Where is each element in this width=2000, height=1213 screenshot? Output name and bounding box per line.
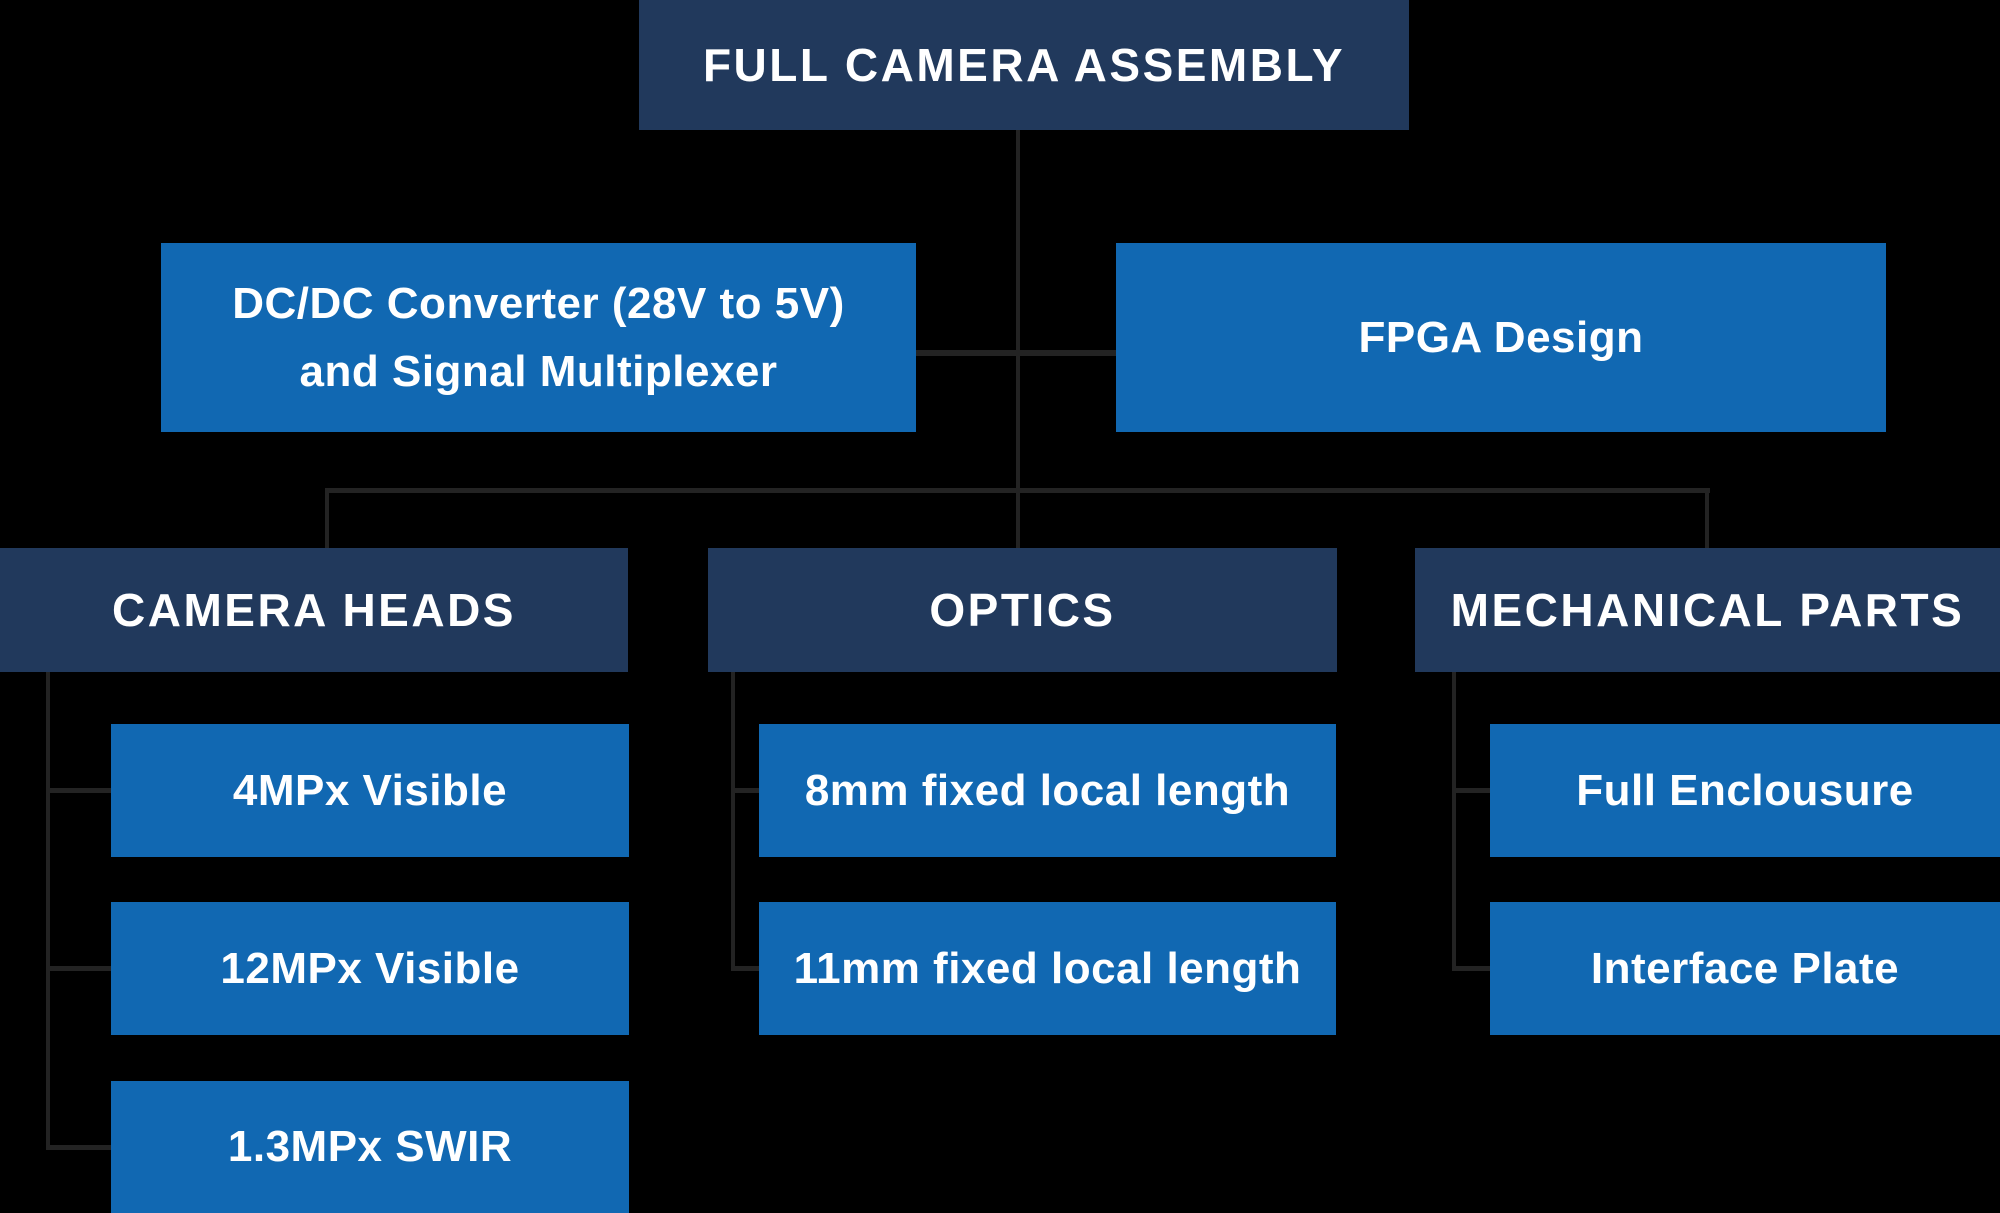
node-dcdc-converter-multiplexer: DC/DC Converter (28V to 5V) and Signal M… xyxy=(161,243,916,432)
node-label: MECHANICAL PARTS xyxy=(1450,584,1965,636)
node-label: 12MPx Visible xyxy=(220,943,520,993)
connector-root-vertical xyxy=(1016,130,1020,490)
node-camera-heads: CAMERA HEADS xyxy=(0,548,628,672)
node-label: 8mm fixed local length xyxy=(804,765,1291,815)
node-label: FPGA Design xyxy=(1358,312,1644,362)
node-4mpx-visible: 4MPx Visible xyxy=(111,724,629,857)
node-8mm-fixed-local-length: 8mm fixed local length xyxy=(759,724,1336,857)
node-label: 4MPx Visible xyxy=(232,765,508,815)
node-label-line-1: DC/DC Converter (28V to 5V) xyxy=(232,278,845,328)
node-label: 1.3MPx SWIR xyxy=(227,1122,513,1171)
node-label: OPTICS xyxy=(929,584,1116,636)
node-11mm-fixed-local-length: 11mm fixed local length xyxy=(759,902,1336,1035)
connector-modules-horizontal xyxy=(916,350,1116,356)
connector-stub-camera-2 xyxy=(46,966,111,971)
connector-drop-center xyxy=(1016,488,1020,548)
connector-stub-camera-3 xyxy=(46,1145,111,1150)
connector-stub-mechanical-1 xyxy=(1452,788,1490,793)
node-interface-plate: Interface Plate xyxy=(1490,902,2000,1035)
node-fpga-design: FPGA Design xyxy=(1116,243,1886,432)
connector-rail-camera-heads xyxy=(46,672,50,1150)
node-label: 11mm fixed local length xyxy=(793,943,1302,993)
node-label: Full Enclousure xyxy=(1576,765,1914,815)
node-12mpx-visible: 12MPx Visible xyxy=(111,902,629,1035)
connector-drop-left xyxy=(325,488,329,548)
connector-stub-camera-1 xyxy=(46,788,111,793)
connector-drop-right xyxy=(1705,488,1709,548)
node-optics: OPTICS xyxy=(708,548,1337,672)
connector-stub-mechanical-2 xyxy=(1452,966,1490,971)
node-full-camera-assembly: FULL CAMERA ASSEMBLY xyxy=(639,0,1409,130)
node-label-line-2: and Signal Multiplexer xyxy=(299,346,778,396)
connector-rail-mechanical xyxy=(1452,672,1456,971)
node-label: FULL CAMERA ASSEMBLY xyxy=(702,39,1346,91)
node-mechanical-parts: MECHANICAL PARTS xyxy=(1415,548,2000,672)
connector-rail-optics xyxy=(731,672,735,971)
node-1-3mpx-swir: 1.3MPx SWIR xyxy=(111,1081,629,1213)
node-label: Interface Plate xyxy=(1590,943,1900,993)
node-full-enclousure: Full Enclousure xyxy=(1490,724,2000,857)
connector-stub-optics-1 xyxy=(731,788,759,793)
node-label: CAMERA HEADS xyxy=(112,584,516,636)
connector-stub-optics-2 xyxy=(731,966,759,971)
